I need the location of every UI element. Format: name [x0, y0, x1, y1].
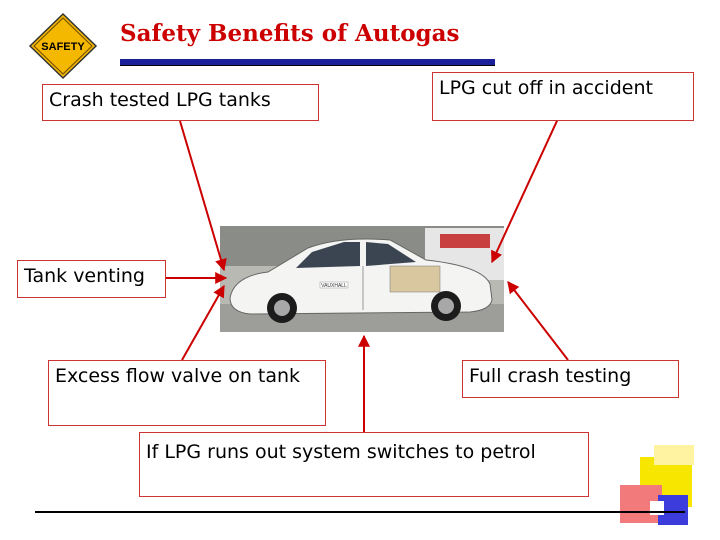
- callout-full-crash: Full crash testing: [462, 360, 679, 398]
- arrow-excess-flow: [181, 284, 225, 361]
- footer-line: [35, 511, 685, 513]
- arrow-cut-off: [491, 109, 563, 264]
- car-badge-text: VAUXHALL: [321, 283, 347, 289]
- callout-excess-flow: Excess flow valve on tank: [48, 360, 326, 426]
- page-title: Safety Benefits of Autogas: [120, 20, 460, 47]
- deco-square-yellow-light: [654, 445, 694, 465]
- decorative-squares: [620, 445, 700, 530]
- arrow-crash-tested: [179, 120, 227, 272]
- callout-crash-tested-text: Crash tested LPG tanks: [49, 89, 271, 111]
- callout-switches-petrol-text: If LPG runs out system switches to petro…: [146, 441, 536, 463]
- callout-tank-venting-text: Tank venting: [24, 265, 145, 287]
- callout-switches-petrol: If LPG runs out system switches to petro…: [139, 432, 589, 497]
- callout-excess-flow-text: Excess flow valve on tank: [55, 365, 301, 387]
- safety-logo: SAFETY: [28, 12, 98, 80]
- callout-cut-off-text: LPG cut off in accident: [439, 77, 653, 99]
- safety-logo-text: SAFETY: [41, 41, 85, 53]
- callout-cut-off: LPG cut off in accident: [432, 72, 694, 121]
- callout-crash-tested: Crash tested LPG tanks: [42, 84, 319, 121]
- callout-tank-venting: Tank venting: [17, 260, 166, 298]
- title-underline: [120, 59, 495, 66]
- arrow-full-crash: [507, 281, 569, 361]
- car-photo: VAUXHALL: [220, 226, 504, 332]
- callout-full-crash-text: Full crash testing: [469, 365, 632, 387]
